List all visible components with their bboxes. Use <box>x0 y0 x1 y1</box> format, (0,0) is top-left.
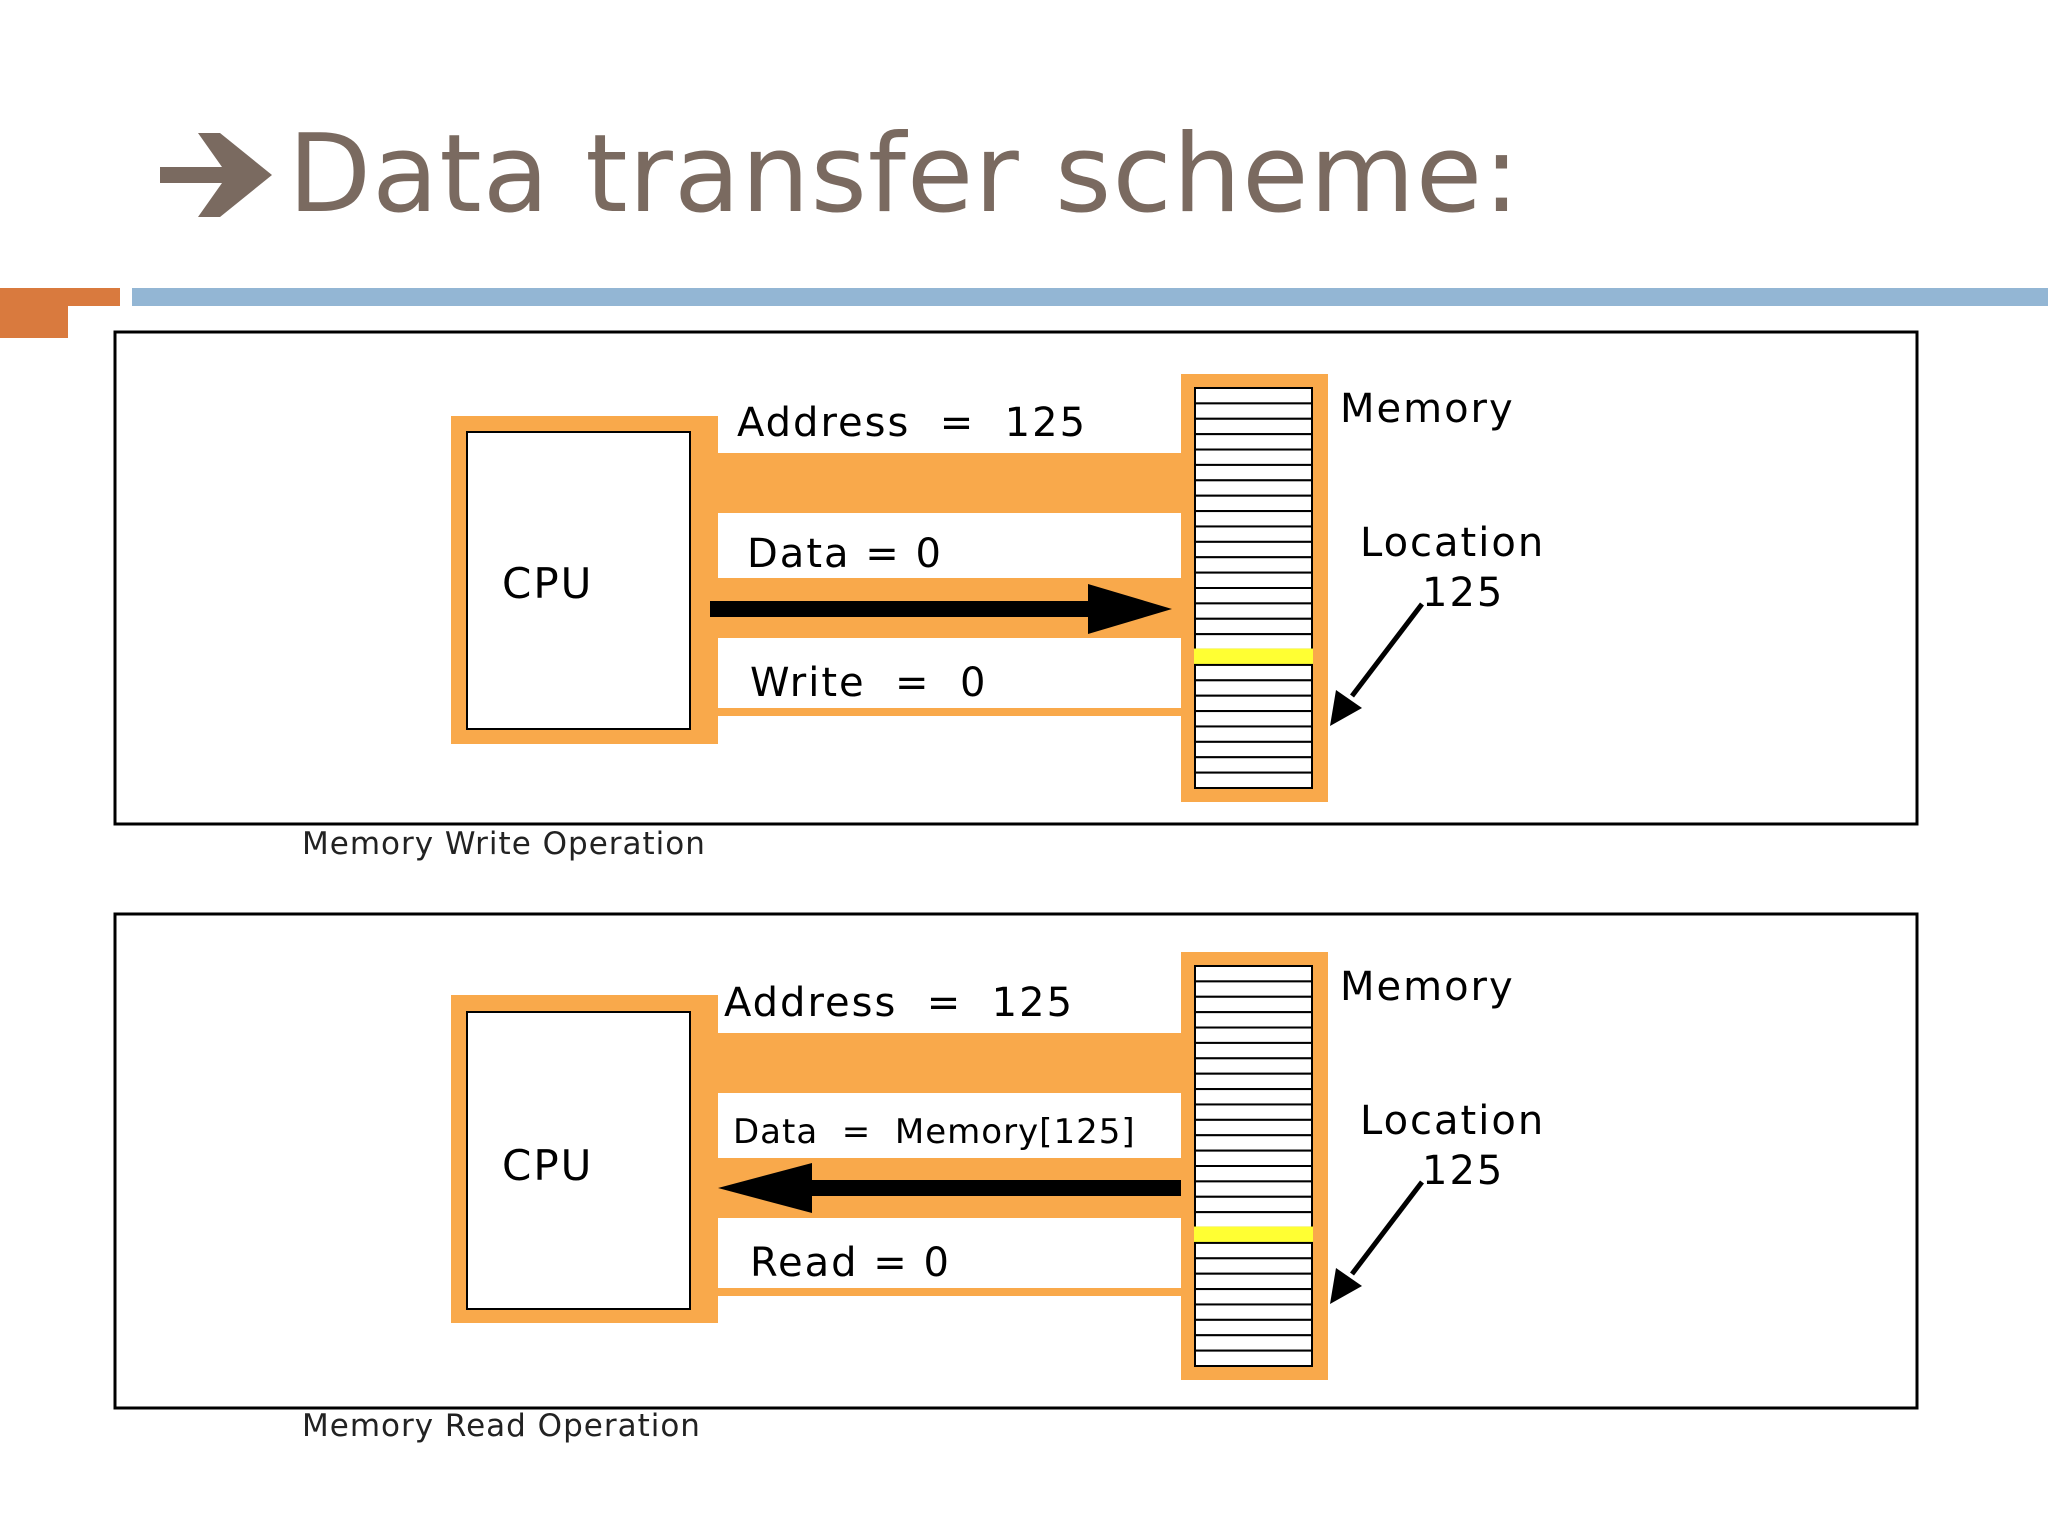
memory-cell <box>1194 587 1313 605</box>
memory-cell <box>1194 633 1313 651</box>
memory-cell <box>1194 510 1313 528</box>
memory-cell <box>1194 463 1313 482</box>
memory-cell <box>1194 433 1313 451</box>
memory-cell <box>1194 1149 1313 1167</box>
memory-cell <box>1194 1165 1313 1183</box>
memory-cell <box>1194 965 1313 983</box>
memory-cell <box>1194 771 1313 789</box>
memory-cell <box>1194 1318 1313 1337</box>
memory-cell <box>1194 540 1313 559</box>
memory-cell <box>1194 663 1313 682</box>
location-pointer-shaft <box>1350 1180 1424 1276</box>
memory-cell <box>1194 1303 1313 1321</box>
address-label: Address = 125 <box>724 980 1074 1026</box>
location-number: 125 <box>1422 570 1504 616</box>
memory-cell <box>1194 571 1313 589</box>
memory-cell <box>1194 1180 1313 1198</box>
control-line <box>716 708 1186 716</box>
memory-cell <box>1194 387 1313 405</box>
arrow-down-left-icon <box>1330 690 1362 726</box>
accent-bar-orange <box>0 288 120 306</box>
write-signal-label: Write = 0 <box>750 660 987 706</box>
memory-cell <box>1194 1272 1313 1291</box>
memory-cells <box>1194 965 1313 1367</box>
diagram-caption-write: Memory Write Operation <box>302 826 706 862</box>
slide-header: Data transfer scheme: <box>160 100 2020 250</box>
memory-cell <box>1194 402 1313 420</box>
diagram-caption-read: Memory Read Operation <box>302 1408 701 1444</box>
location-label: Location <box>1360 520 1545 566</box>
address-bus <box>716 1033 1186 1093</box>
arrow-right-icon <box>1088 584 1172 634</box>
accent-block-orange <box>0 306 68 338</box>
data-label: Data = Memory[125] <box>733 1112 1136 1152</box>
memory-cell <box>1194 1072 1313 1091</box>
memory-cell <box>1194 556 1313 574</box>
memory-write-diagram: CPU Address = 125 Data = 0 Write = 0 Mem… <box>113 330 1919 826</box>
memory-cell <box>1194 494 1313 513</box>
memory-cells <box>1194 387 1313 789</box>
memory-cell <box>1194 725 1313 743</box>
accent-bar-blue <box>132 288 2048 306</box>
memory-label: Memory <box>1340 386 1515 432</box>
data-label: Data = 0 <box>747 531 943 577</box>
cpu-box <box>466 1011 691 1310</box>
memory-cell <box>1194 740 1313 759</box>
memory-cell <box>1194 1057 1313 1075</box>
memory-cell-highlighted <box>1194 1226 1313 1244</box>
cpu-box <box>466 431 691 730</box>
arrow-left-icon <box>718 1163 812 1213</box>
arrow-down-left-icon <box>1330 1268 1362 1304</box>
location-pointer-shaft <box>1350 602 1424 698</box>
memory-cell-highlighted <box>1194 648 1313 666</box>
cpu-label: CPU <box>502 1141 593 1190</box>
memory-cell <box>1194 995 1313 1014</box>
memory-cell <box>1194 1011 1313 1029</box>
control-line <box>716 1288 1186 1296</box>
memory-cell <box>1194 1041 1313 1060</box>
memory-cell <box>1194 1195 1313 1214</box>
memory-cell <box>1194 679 1313 697</box>
arrow-right-icon <box>160 133 272 217</box>
memory-cell <box>1194 756 1313 774</box>
memory-cell <box>1194 694 1313 713</box>
memory-cell <box>1194 1241 1313 1260</box>
memory-cell <box>1194 1026 1313 1044</box>
memory-cell <box>1194 602 1313 620</box>
location-label: Location <box>1360 1098 1545 1144</box>
memory-cell <box>1194 710 1313 728</box>
memory-cell <box>1194 1118 1313 1137</box>
memory-cell <box>1194 417 1313 436</box>
read-signal-label: Read = 0 <box>750 1240 951 1286</box>
memory-label: Memory <box>1340 964 1515 1010</box>
location-number: 125 <box>1422 1148 1504 1194</box>
memory-cell <box>1194 1288 1313 1306</box>
memory-cell <box>1194 1088 1313 1106</box>
memory-cell <box>1194 980 1313 998</box>
address-bus <box>716 453 1186 513</box>
address-label: Address = 125 <box>737 400 1087 446</box>
memory-cell <box>1194 1257 1313 1275</box>
memory-read-diagram: CPU Address = 125 Data = Memory[125] Rea… <box>113 912 1919 1410</box>
memory-cell <box>1194 479 1313 497</box>
memory-cell <box>1194 525 1313 543</box>
memory-cell <box>1194 448 1313 466</box>
cpu-label: CPU <box>502 559 593 608</box>
memory-cell <box>1194 617 1313 636</box>
memory-cell <box>1194 1134 1313 1152</box>
slide-title: Data transfer scheme: <box>288 112 1521 237</box>
memory-cell <box>1194 1103 1313 1121</box>
memory-cell <box>1194 1334 1313 1352</box>
memory-cell <box>1194 1349 1313 1367</box>
memory-cell <box>1194 1211 1313 1229</box>
